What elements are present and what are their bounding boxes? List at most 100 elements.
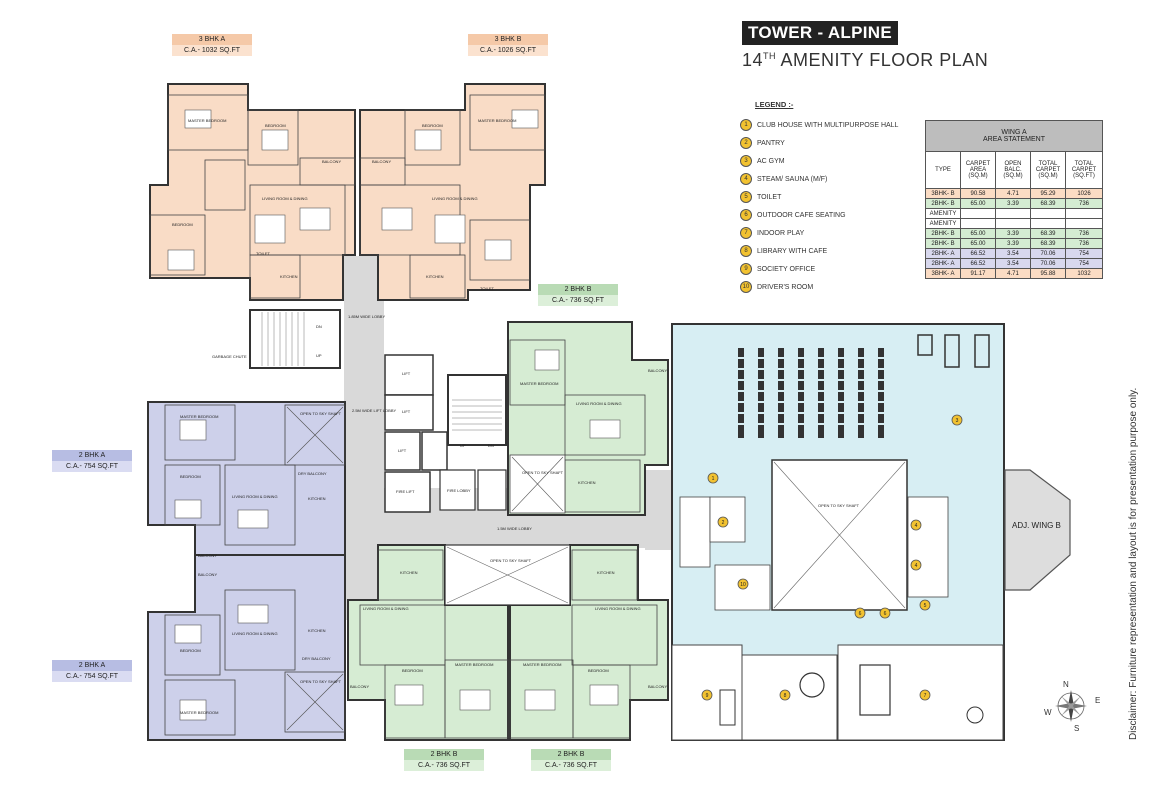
master-bed-label-3a: MASTER BEDROOM [188, 118, 226, 123]
marker-4a [910, 519, 922, 531]
master-bed-label-2a-l: MASTER BEDROOM [180, 710, 218, 715]
table-row: AMENITY [925, 208, 1103, 219]
toilet-label-3a: TOILET [256, 251, 270, 256]
legend-item-label: INDOOR PLAY [757, 229, 805, 237]
tag-area: C.A.- 736 SQ.FT [404, 760, 484, 771]
living-label-3a: LIVING ROOM & DINING [262, 196, 308, 201]
table-title-line1: WING A [1001, 129, 1027, 136]
balcony-label-2b-t: BALCONY [648, 368, 667, 373]
fire-lift-label: FIRE LIFT [396, 489, 415, 494]
marker-num-6b: 6 [884, 611, 887, 617]
tag-area: C.A.- 754 SQ.FT [52, 461, 132, 472]
tag-2bhk-b-bottom-right: 2 BHK B C.A.- 736 SQ.FT [531, 749, 611, 771]
legend-number-badge: 8 [740, 245, 752, 257]
tag-3bhk-b: 3 BHK B C.A.- 1026 SQ.FT [468, 34, 548, 56]
master-bed-label-3b: MASTER BEDROOM [478, 118, 516, 123]
marker-6b [879, 607, 891, 619]
table-header-row: TYPE CARPET AREA (SQ.M) OPEN BALC. (SQ.M… [925, 151, 1103, 189]
kitchen-label-2b-t: KITCHEN [578, 480, 596, 485]
tower-title: TOWER - ALPINE [742, 21, 898, 45]
master-bed-label-2a-u: MASTER BEDROOM [180, 414, 218, 419]
legend-item-label: PANTRY [757, 139, 785, 147]
tag-type: 2 BHK A [52, 660, 132, 671]
marker-1 [707, 472, 719, 484]
table-cell: 91.17 [960, 268, 996, 279]
stair-top [249, 309, 341, 369]
balcony-label-2a-l: BALCONY [198, 572, 217, 577]
table-cell: 2BHK- B [925, 238, 961, 249]
tag-area: C.A.- 736 SQ.FT [531, 760, 611, 771]
col-header: TYPE [925, 151, 961, 189]
master-bed-label-2b-t: MASTER BEDROOM [520, 381, 558, 386]
bedroom-label-3a: BEDROOM [265, 123, 286, 128]
legend-number-badge: 4 [740, 173, 752, 185]
tag-area: C.A.- 1032 SQ.FT [172, 45, 252, 56]
marker-3 [951, 414, 963, 426]
service-core [384, 354, 507, 513]
table-cell: 95.29 [1030, 188, 1066, 199]
col-header: OPEN BALC. (SQ.M) [995, 151, 1031, 189]
floor-title: 14TH AMENITY FLOOR PLAN [742, 50, 988, 71]
compass-s: S [1074, 724, 1079, 733]
stair-up-label: UP [316, 353, 322, 358]
table-cell [995, 218, 1031, 229]
marker-num-10: 10 [740, 582, 746, 588]
table-cell [960, 208, 996, 219]
marker-num-4b: 4 [915, 563, 918, 569]
sky-shaft-label-1: OPEN TO SKY SHAFT [490, 558, 532, 563]
table-cell: 68.39 [1030, 238, 1066, 249]
table-cell [1065, 208, 1103, 219]
compass-w: W [1044, 708, 1052, 717]
table-cell: 3.39 [995, 238, 1031, 249]
legend-item-label: SOCIETY OFFICE [757, 265, 816, 273]
unit-2bhk-a-lower [147, 554, 346, 741]
lift-lobby-label: 2.5M WIDE LIFT LOBBY [352, 408, 396, 413]
table-cell: 68.39 [1030, 228, 1066, 239]
compass-rose [1055, 690, 1087, 722]
kitchen-label-2a-l: KITCHEN [308, 628, 326, 633]
marker-9 [701, 689, 713, 701]
legend-item-label: DRIVER'S ROOM [757, 283, 814, 291]
marker-10 [737, 578, 749, 590]
table-cell: 736 [1065, 198, 1103, 209]
sky-shaft-bottom [444, 544, 571, 606]
stair-dn-label: DN [316, 324, 322, 329]
kitchen-label-2b-bl: KITCHEN [400, 570, 418, 575]
table-cell [995, 208, 1031, 219]
table-cell: 3BHK- A [925, 268, 961, 279]
lift-label-1: LIFT [402, 371, 411, 376]
table-cell: 70.06 [1030, 248, 1066, 259]
table-cell: 3.39 [995, 198, 1031, 209]
kitchen-label-2b-br: KITCHEN [597, 570, 615, 575]
marker-8 [779, 689, 791, 701]
tag-type: 2 BHK A [52, 450, 132, 461]
legend-item-label: LIBRARY WITH CAFE [757, 247, 828, 255]
table-cell: 70.06 [1030, 258, 1066, 269]
kitchen-label-2a-u: KITCHEN [308, 496, 326, 501]
lift-label-2: LIFT [402, 409, 411, 414]
tag-3bhk-a: 3 BHK A C.A.- 1032 SQ.FT [172, 34, 252, 56]
floor-ordinal: 14 [742, 50, 764, 70]
marker-num-3: 3 [956, 418, 959, 424]
table-cell: 3.39 [995, 228, 1031, 239]
bedroom-label-3a-2: BEDROOM [172, 222, 193, 227]
floor-title-text: AMENITY FLOOR PLAN [776, 50, 989, 70]
marker-num-1: 1 [712, 476, 715, 482]
master-bed-label-2b-bl: MASTER BEDROOM [455, 662, 493, 667]
toilet-label-3b: TOILET [480, 286, 494, 291]
table-cell: 66.52 [960, 258, 996, 269]
living-label-2a-u: LIVING ROOM & DINING [232, 494, 278, 499]
legend-number-badge: 5 [740, 191, 752, 203]
dry-balcony-label-u: DRY BALCONY [298, 471, 327, 476]
table-cell: AMENITY [925, 218, 961, 229]
table-cell: 68.39 [1030, 198, 1066, 209]
table-cell: 2BHK- A [925, 258, 961, 269]
table-cell: 65.00 [960, 238, 996, 249]
